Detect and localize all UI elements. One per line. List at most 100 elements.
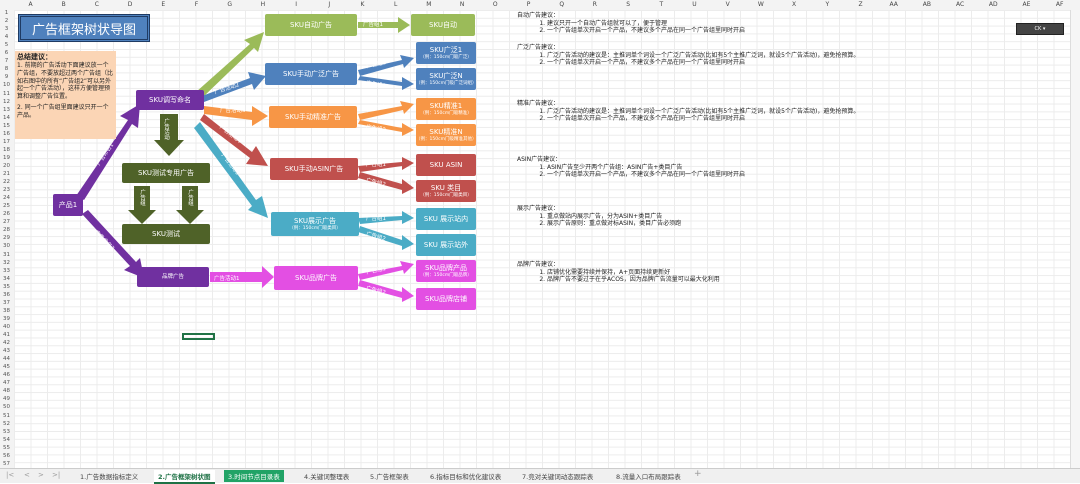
column-header-AF[interactable]: AF bbox=[1055, 1, 1064, 8]
column-header-W[interactable]: W bbox=[757, 1, 764, 8]
column-header-L[interactable]: L bbox=[394, 1, 398, 8]
brand-ad-box[interactable]: 品牌广告 bbox=[137, 267, 209, 287]
row-header-20[interactable]: 20 bbox=[3, 162, 10, 169]
add-sheet-icon[interactable]: + bbox=[694, 469, 702, 479]
column-header-Y[interactable]: Y bbox=[825, 1, 830, 8]
row-header-14[interactable]: 14 bbox=[3, 114, 10, 121]
column-header-J[interactable]: J bbox=[328, 1, 331, 8]
column-header-B[interactable]: B bbox=[61, 1, 66, 8]
row-header-24[interactable]: 24 bbox=[3, 195, 10, 202]
row-header-50[interactable]: 50 bbox=[3, 404, 10, 411]
manual-exact-box[interactable]: SKU手动精准广告 bbox=[269, 106, 357, 128]
first-sheet-icon[interactable]: |< bbox=[6, 471, 15, 479]
row-header-37[interactable]: 37 bbox=[3, 299, 10, 306]
row-header-25[interactable]: 25 bbox=[3, 203, 10, 210]
vertical-scrollbar[interactable] bbox=[1070, 10, 1080, 468]
row-header-3[interactable]: 3 bbox=[4, 26, 9, 33]
row-header-30[interactable]: 30 bbox=[3, 243, 10, 250]
sku-naming-box[interactable]: SKU调写命名 bbox=[136, 90, 204, 110]
manual-broad-box[interactable]: SKU手动广泛广告 bbox=[265, 63, 357, 85]
tab-sheet-5[interactable]: 5.广告框架表 bbox=[370, 473, 409, 481]
row-header-44[interactable]: 44 bbox=[3, 356, 10, 363]
row-header-48[interactable]: 48 bbox=[3, 388, 10, 395]
row-header-31[interactable]: 31 bbox=[3, 251, 10, 258]
row-header-56[interactable]: 56 bbox=[3, 452, 10, 459]
row-header-21[interactable]: 21 bbox=[3, 171, 10, 177]
row-header-32[interactable]: 32 bbox=[3, 259, 10, 266]
manual-asin-box[interactable]: SKU手动ASIN广告 bbox=[270, 158, 358, 180]
row-header-17[interactable]: 17 bbox=[3, 138, 10, 145]
column-header-K[interactable]: K bbox=[360, 1, 365, 8]
asin-box[interactable]: SKU ASIN bbox=[416, 154, 476, 176]
column-header-G[interactable]: G bbox=[227, 1, 233, 8]
row-header-15[interactable]: 15 bbox=[3, 122, 10, 129]
next-sheet-icon[interactable]: > bbox=[38, 471, 44, 479]
row-header-1[interactable]: 1 bbox=[4, 10, 9, 16]
display-in-box[interactable]: SKU 展示站内 bbox=[416, 208, 476, 230]
row-header-45[interactable]: 45 bbox=[3, 364, 10, 371]
row-header-11[interactable]: 11 bbox=[3, 90, 10, 97]
column-header-X[interactable]: X bbox=[792, 1, 797, 8]
brand-store-box[interactable]: SKU品牌店铺 bbox=[416, 288, 476, 310]
tab-sheet-6[interactable]: 6.指标目标和优化建议表 bbox=[430, 473, 502, 481]
row-header-13[interactable]: 13 bbox=[3, 106, 10, 113]
row-header-53[interactable]: 53 bbox=[3, 428, 10, 435]
row-header-8[interactable]: 8 bbox=[4, 66, 9, 73]
column-header-F[interactable]: F bbox=[194, 1, 199, 8]
row-header-26[interactable]: 26 bbox=[3, 211, 10, 218]
row-header-27[interactable]: 27 bbox=[3, 219, 10, 226]
row-header-18[interactable]: 18 bbox=[3, 146, 10, 153]
row-header-57[interactable]: 57 bbox=[3, 460, 10, 467]
row-header-40[interactable]: 40 bbox=[3, 323, 10, 330]
display-out-box[interactable]: SKU 展示站外 bbox=[416, 234, 476, 256]
row-header-16[interactable]: 16 bbox=[3, 130, 10, 137]
column-header-Z[interactable]: Z bbox=[858, 1, 863, 8]
column-header-H[interactable]: H bbox=[260, 1, 266, 8]
row-header-43[interactable]: 43 bbox=[3, 348, 10, 355]
column-header-N[interactable]: N bbox=[459, 1, 465, 8]
column-header-C[interactable]: C bbox=[94, 1, 99, 8]
auto-ad-box[interactable]: SKU自动广告 bbox=[265, 14, 357, 36]
column-header-I[interactable]: I bbox=[295, 1, 297, 8]
row-header-2[interactable]: 2 bbox=[4, 18, 9, 25]
row-header-12[interactable]: 12 bbox=[3, 98, 10, 105]
row-header-41[interactable]: 41 bbox=[3, 332, 10, 338]
row-header-28[interactable]: 28 bbox=[3, 227, 10, 234]
row-header-52[interactable]: 52 bbox=[3, 420, 10, 427]
column-header-E[interactable]: E bbox=[161, 1, 166, 8]
row-header-39[interactable]: 39 bbox=[3, 315, 10, 322]
row-header-51[interactable]: 51 bbox=[3, 412, 10, 419]
column-header-S[interactable]: S bbox=[626, 1, 630, 8]
row-header-9[interactable]: 9 bbox=[4, 74, 9, 81]
row-header-55[interactable]: 55 bbox=[3, 444, 10, 451]
column-header-Q[interactable]: Q bbox=[559, 1, 565, 8]
auto-group-box[interactable]: SKU自动 bbox=[411, 14, 475, 36]
tab-sheet-4[interactable]: 4.关键词整理表 bbox=[304, 473, 350, 481]
column-header-D[interactable]: D bbox=[127, 1, 133, 8]
column-header-V[interactable]: V bbox=[725, 1, 730, 8]
row-header-36[interactable]: 36 bbox=[3, 291, 10, 298]
row-header-19[interactable]: 19 bbox=[3, 154, 10, 161]
category-box[interactable]: SKU 类目 （例：150cm门吸类目） bbox=[416, 180, 476, 202]
column-header-R[interactable]: R bbox=[592, 1, 597, 8]
row-header-4[interactable]: 4 bbox=[4, 34, 9, 41]
column-header-AA[interactable]: AA bbox=[889, 1, 898, 8]
ck-dropdown[interactable]: CK ▾ bbox=[1016, 23, 1064, 35]
column-header-AE[interactable]: AE bbox=[1022, 1, 1031, 8]
last-sheet-icon[interactable]: >| bbox=[52, 471, 61, 479]
row-header-6[interactable]: 6 bbox=[4, 50, 9, 57]
column-header-P[interactable]: P bbox=[526, 1, 531, 8]
column-header-T[interactable]: T bbox=[659, 1, 664, 8]
exact-1-box[interactable]: SKU精准1 （例：150cm门吸精准） bbox=[416, 98, 476, 120]
column-header-O[interactable]: O bbox=[492, 1, 498, 8]
row-header-54[interactable]: 54 bbox=[3, 436, 10, 443]
row-header-7[interactable]: 7 bbox=[4, 58, 9, 65]
row-header-46[interactable]: 46 bbox=[3, 372, 10, 379]
column-header-M[interactable]: M bbox=[426, 1, 432, 8]
tab-sheet-1[interactable]: 1.广告数据指标定义 bbox=[80, 473, 139, 481]
row-header-5[interactable]: 5 bbox=[4, 42, 9, 49]
broad-1-box[interactable]: SKU广泛1 （例：150cm门吸广泛） bbox=[416, 42, 476, 64]
brand-product-box[interactable]: SKU品牌产品 （例：150cm门吸品牌） bbox=[416, 260, 476, 282]
row-header-35[interactable]: 35 bbox=[3, 283, 10, 290]
row-header-49[interactable]: 49 bbox=[3, 396, 10, 403]
